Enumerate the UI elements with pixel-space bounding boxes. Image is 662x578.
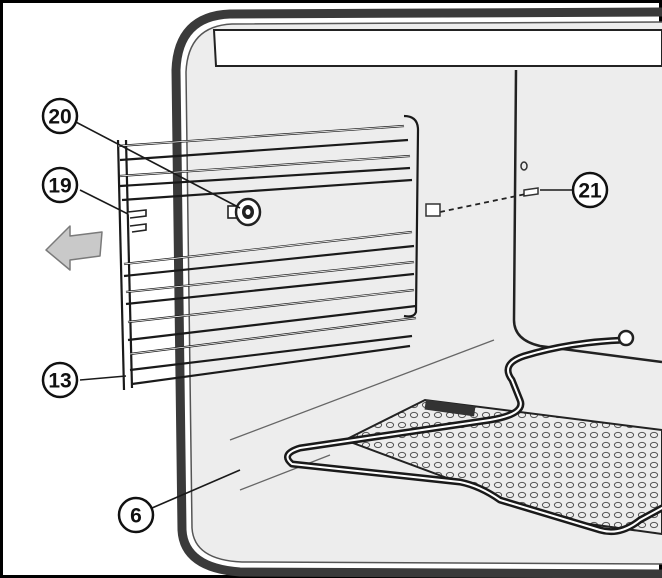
leader-line-13 <box>79 375 127 381</box>
rail-pin <box>425 203 441 217</box>
rail-hook-upper <box>127 209 147 219</box>
arrow-left-icon <box>45 225 103 271</box>
oven-rear-corner <box>512 69 662 364</box>
svg-text:13: 13 <box>48 370 71 393</box>
floor-line <box>229 339 495 441</box>
shelf-rail-highlight <box>117 125 417 355</box>
heating-element-socket <box>617 329 635 347</box>
callout-20: 20 <box>41 97 79 135</box>
callout-19: 19 <box>41 166 79 204</box>
callout-21: 21 <box>571 171 609 209</box>
leader-line-19 <box>79 189 129 215</box>
wall-pin <box>523 187 539 197</box>
svg-text:6: 6 <box>130 505 142 528</box>
plate-label-strip <box>424 399 476 417</box>
floor-line-lower <box>239 454 331 491</box>
knurled-screw <box>227 197 262 227</box>
svg-text:19: 19 <box>48 175 71 198</box>
fastening-dash-line <box>439 193 527 213</box>
wall-hole <box>520 161 528 171</box>
oven-ceiling-panel <box>212 29 662 67</box>
heating-element-highlight <box>286 339 662 533</box>
leader-line-20 <box>71 119 241 209</box>
svg-text:20: 20 <box>48 106 71 129</box>
svg-text:21: 21 <box>578 180 602 203</box>
rail-hook-lower <box>129 223 147 233</box>
oven-frame <box>171 7 662 578</box>
leader-line-6 <box>151 469 241 509</box>
callout-13: 13 <box>41 361 79 399</box>
callout-6: 6 <box>117 496 155 534</box>
